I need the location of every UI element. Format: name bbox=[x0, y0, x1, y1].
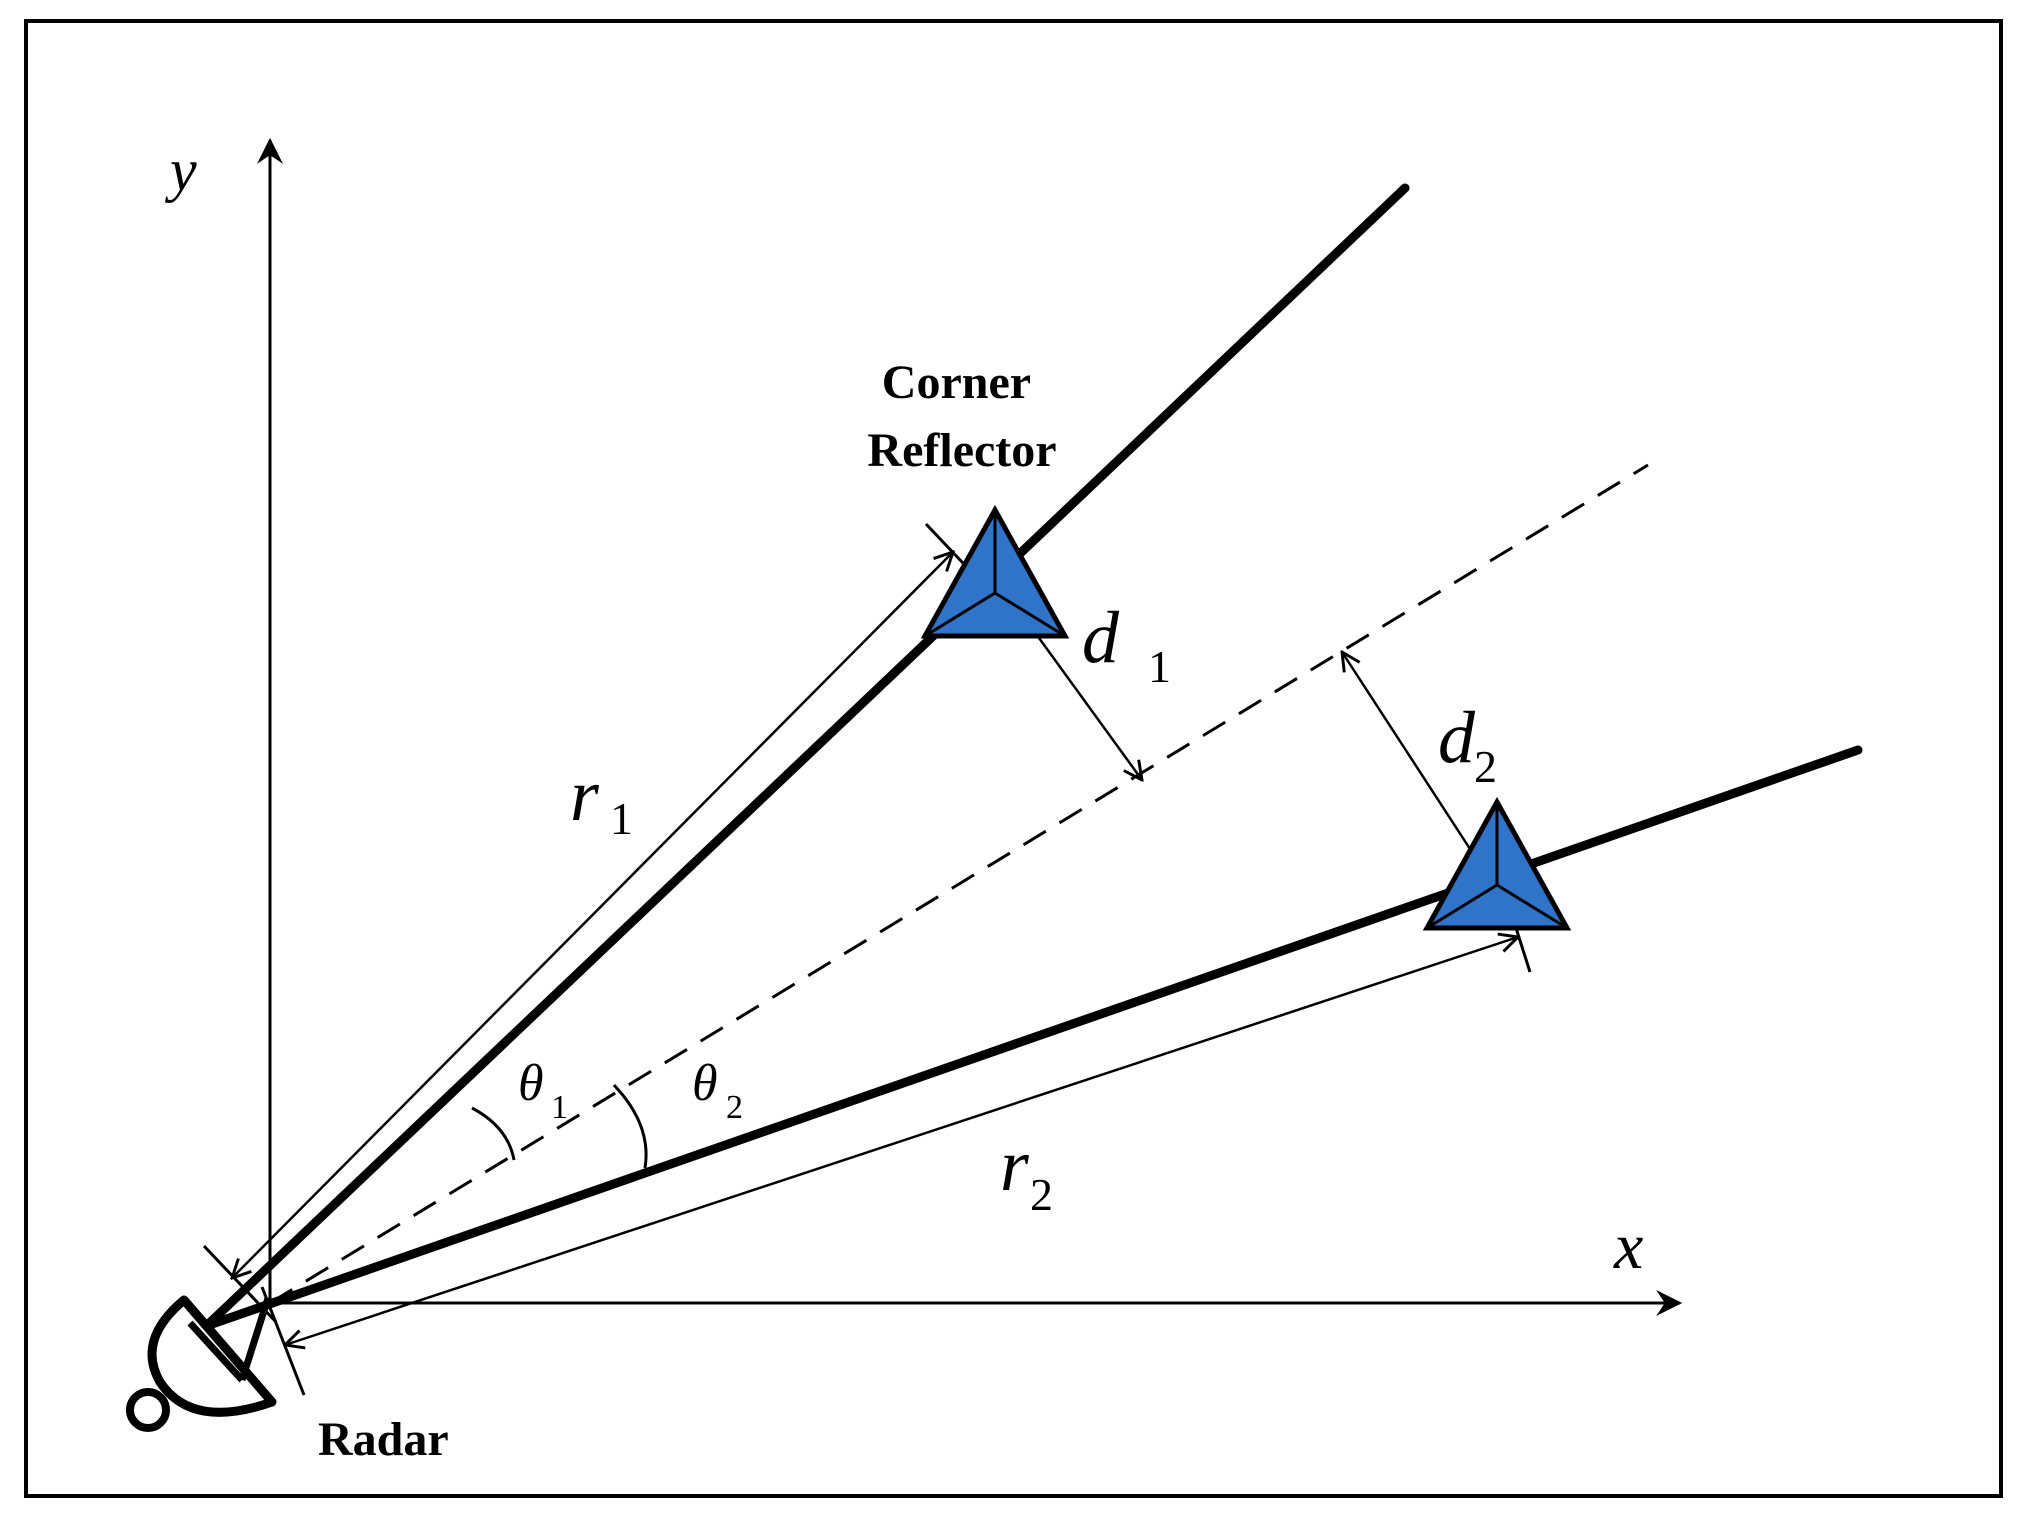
r1-dimension-arrow bbox=[232, 552, 953, 1278]
svg-text:d: d bbox=[1082, 597, 1120, 679]
theta1-label: θ 1 bbox=[518, 1055, 568, 1126]
svg-text:1: 1 bbox=[1148, 641, 1171, 692]
figure-frame bbox=[24, 19, 2003, 1498]
svg-text:r: r bbox=[570, 755, 600, 837]
x-axis-label: x bbox=[1613, 1210, 1643, 1283]
beam-line-2 bbox=[190, 745, 1863, 1335]
svg-text:1: 1 bbox=[610, 793, 633, 844]
beam-line-1 bbox=[195, 183, 1410, 1337]
corner-reflector-1 bbox=[920, 504, 1070, 639]
svg-text:1: 1 bbox=[551, 1089, 568, 1126]
corner-reflector-2 bbox=[1422, 796, 1572, 931]
theta2-arc bbox=[612, 1083, 648, 1169]
svg-text:2: 2 bbox=[726, 1089, 743, 1126]
svg-text:2: 2 bbox=[1474, 741, 1497, 792]
r2-label: r 2 bbox=[1000, 1125, 1053, 1220]
d2-arrow bbox=[1342, 652, 1487, 873]
svg-text:θ: θ bbox=[518, 1055, 544, 1112]
svg-text:d: d bbox=[1438, 697, 1476, 779]
radar-label: Radar bbox=[318, 1413, 449, 1466]
r2-dimension-arrow bbox=[285, 937, 1518, 1345]
svg-text:r: r bbox=[1000, 1125, 1030, 1207]
d2-label: d 2 bbox=[1438, 697, 1497, 792]
theta1-arc bbox=[471, 1106, 516, 1161]
r1-label: r 1 bbox=[570, 755, 633, 844]
d1-label: d 1 bbox=[1082, 597, 1171, 692]
theta2-label: θ 2 bbox=[692, 1055, 743, 1126]
corner-reflector-label: Corner Reflector bbox=[867, 356, 1056, 477]
svg-text:θ: θ bbox=[692, 1055, 718, 1112]
radar-dish-icon bbox=[126, 1295, 277, 1432]
svg-text:2: 2 bbox=[1030, 1169, 1053, 1220]
y-axis-label: y bbox=[164, 137, 197, 203]
